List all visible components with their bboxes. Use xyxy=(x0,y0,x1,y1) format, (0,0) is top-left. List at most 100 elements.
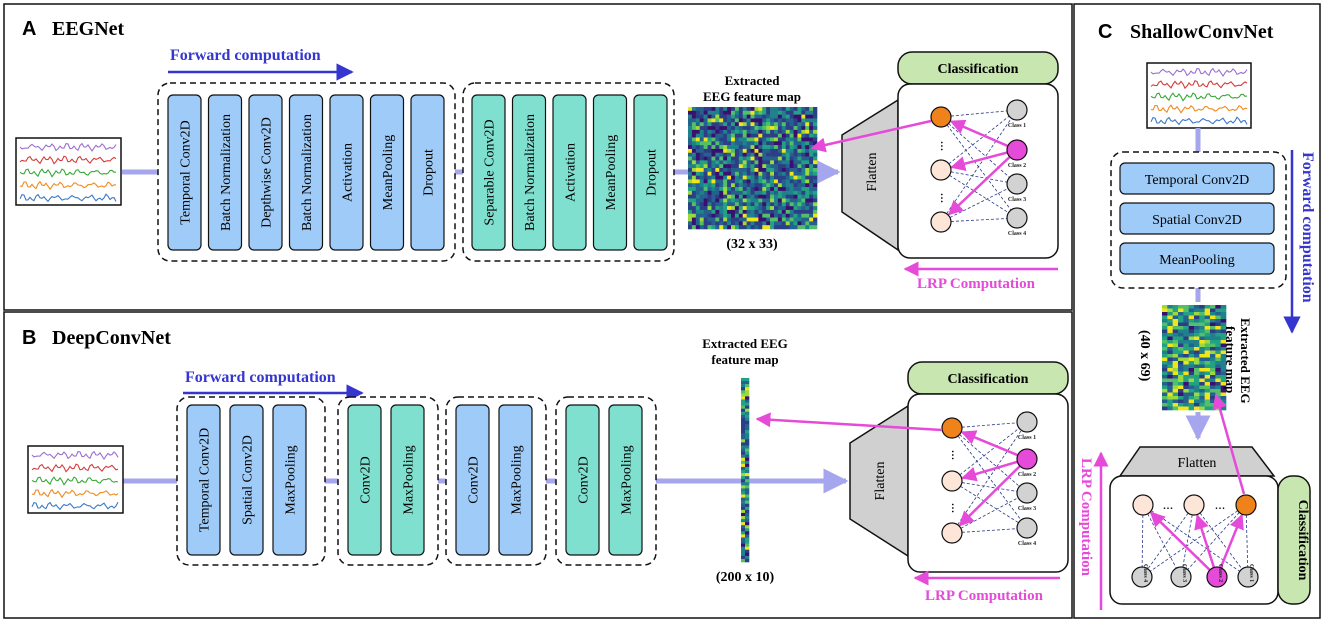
feature-map-cell xyxy=(723,129,728,134)
feature-map-cell xyxy=(766,179,771,184)
feature-map-cell xyxy=(770,221,775,226)
feature-map-cell xyxy=(715,148,720,154)
feature-map-cell xyxy=(746,164,751,169)
feature-map-cell xyxy=(699,190,704,195)
feature-map-cell xyxy=(734,168,740,173)
feature-map-cell xyxy=(1167,396,1173,400)
hidden-node xyxy=(941,470,963,492)
feature-map-cell xyxy=(789,225,794,230)
feature-map-cell xyxy=(789,221,794,226)
feature-map-cell xyxy=(1210,361,1216,365)
feature-map-cell xyxy=(813,213,818,218)
feature-map-cell xyxy=(777,190,783,195)
layer-block-label: MeanPooling xyxy=(604,135,619,210)
feature-map-cell xyxy=(734,217,740,222)
feature-map-cell xyxy=(762,133,767,138)
feature-map-cell xyxy=(1194,371,1200,376)
feature-map-cell xyxy=(1172,326,1179,330)
feature-map-cell xyxy=(750,137,755,142)
feature-map-cell xyxy=(793,107,798,112)
feature-map-cell xyxy=(738,114,744,119)
panel-a-network-frame xyxy=(897,83,1059,259)
feature-map-cell xyxy=(711,221,716,226)
feature-map-cell xyxy=(770,225,775,230)
feature-map-cell xyxy=(691,183,697,188)
feature-map-cell xyxy=(762,198,767,203)
feature-map-cell xyxy=(1204,399,1211,404)
feature-map-cell xyxy=(793,198,798,203)
feature-map-cell xyxy=(1188,371,1195,376)
feature-map-cell xyxy=(711,141,716,146)
panel-b-feature-map xyxy=(741,378,750,563)
feature-map-cell xyxy=(1199,305,1205,309)
feature-map-cell xyxy=(813,114,818,119)
feature-map-cell xyxy=(801,126,806,131)
feature-map-cell xyxy=(719,221,724,226)
feature-map-cell xyxy=(731,175,736,180)
feature-map-cell xyxy=(688,198,693,203)
eeg-signal-trace xyxy=(19,168,117,178)
class-label: Class 2 xyxy=(1018,472,1036,478)
feature-map-cell xyxy=(741,519,746,523)
layer-block xyxy=(186,404,221,556)
lrp-to-feature-map-arrow xyxy=(1212,393,1246,495)
feature-map-cell xyxy=(745,476,750,480)
feature-map-cell xyxy=(758,160,763,165)
feature-map-cell xyxy=(741,546,746,551)
feature-map-cell xyxy=(741,442,746,446)
feature-map-cell xyxy=(745,543,750,547)
feature-map-cell xyxy=(813,133,818,138)
feature-map-cell xyxy=(741,430,746,434)
feature-map-cell xyxy=(741,402,746,406)
feature-map-cell xyxy=(1204,354,1211,358)
feature-map-cell xyxy=(750,194,755,199)
feature-map-cell xyxy=(797,107,802,112)
eeg-signal-trace xyxy=(31,488,119,499)
feature-map-cell xyxy=(1194,382,1200,386)
feature-map-cell xyxy=(801,148,806,154)
feature-map-cell xyxy=(754,209,759,215)
feature-map-cell xyxy=(762,175,767,180)
feature-map-cell xyxy=(741,408,746,413)
feature-map-cell xyxy=(731,168,736,173)
feature-map-cell xyxy=(699,213,704,218)
feature-map-cell xyxy=(1167,406,1173,411)
feature-map-cell xyxy=(785,213,790,218)
feature-map-cell xyxy=(707,209,712,215)
feature-map-cell xyxy=(797,164,802,169)
feature-map-cell xyxy=(707,137,712,142)
feature-map-cell xyxy=(746,118,751,123)
feature-map-cell xyxy=(695,152,701,157)
feature-map-cell xyxy=(738,213,744,218)
feature-map-cell xyxy=(754,206,759,211)
feature-map-cell xyxy=(1220,361,1227,365)
feature-map-cell xyxy=(688,179,693,184)
feature-map-cell xyxy=(719,137,724,142)
feature-map-cell xyxy=(738,198,744,203)
feature-map-cell xyxy=(731,137,736,142)
feature-map-cell xyxy=(797,126,802,131)
feature-map-cell xyxy=(781,107,787,112)
feature-map-cell xyxy=(762,217,767,222)
feature-map-cell xyxy=(766,221,771,226)
feature-map-cell xyxy=(797,198,802,203)
feature-map-cell xyxy=(715,168,720,173)
feature-map-cell xyxy=(805,129,810,134)
feature-map-cell xyxy=(1178,361,1184,365)
feature-map-cell xyxy=(1204,329,1211,334)
feature-map-cell xyxy=(785,198,790,203)
feature-map-cell xyxy=(1172,315,1179,320)
feature-map-cell xyxy=(789,179,794,184)
feature-map-cell xyxy=(746,133,751,138)
feature-map-cell xyxy=(707,171,712,176)
feature-map-cell xyxy=(774,179,779,184)
feature-map-cell xyxy=(785,206,790,211)
feature-map-cell xyxy=(719,145,724,150)
feature-map-cell xyxy=(762,164,767,169)
feature-map-cell xyxy=(781,194,787,199)
feature-map-cell xyxy=(777,164,783,169)
network-connection xyxy=(951,492,1028,534)
feature-map-cell xyxy=(1204,385,1211,390)
feature-map-cell xyxy=(1167,357,1173,362)
feature-map-cell xyxy=(1167,364,1173,369)
